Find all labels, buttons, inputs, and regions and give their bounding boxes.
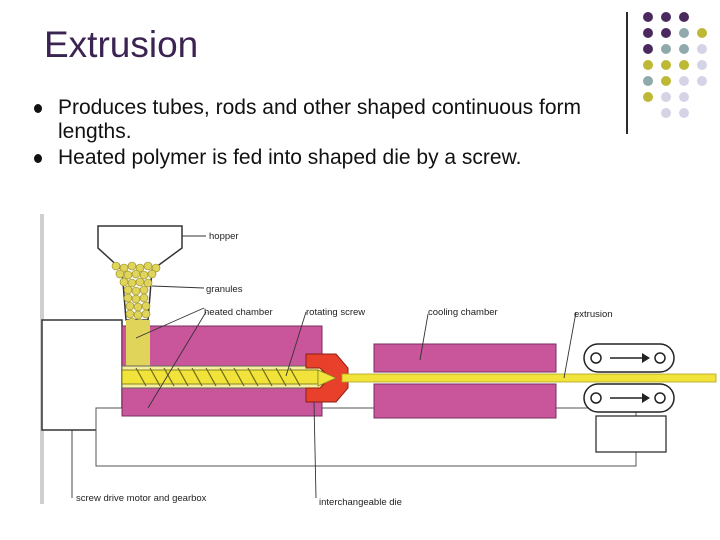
label-cooling-chamber: cooling chamber xyxy=(428,307,498,318)
slide-title: Extrusion xyxy=(44,24,199,65)
cooling-chamber-bottom xyxy=(373,383,557,419)
bullet-item: Produces tubes, rods and other shaped co… xyxy=(32,96,652,144)
rotating-screw xyxy=(121,367,319,387)
cooling-chamber-top xyxy=(373,343,557,373)
label-rotating-screw: rotating screw xyxy=(306,307,365,318)
extrusion-strand xyxy=(341,373,717,383)
decorative-vertical-line xyxy=(626,12,628,134)
label-die: interchangeable die xyxy=(319,497,402,508)
bullet-list: Produces tubes, rods and other shaped co… xyxy=(32,96,652,172)
label-heated-chamber: heated chamber xyxy=(204,307,273,318)
extrusion-diagram: hopper granules heated chamber rotating … xyxy=(40,214,717,508)
bullet-item: Heated polymer is fed into shaped die by… xyxy=(32,146,652,170)
label-screw-drive: screw drive motor and gearbox xyxy=(76,493,207,504)
label-extrusion: extrusion xyxy=(574,309,613,320)
interchangeable-die xyxy=(305,353,349,403)
decorative-dot-grid xyxy=(643,12,707,118)
label-hopper: hopper xyxy=(209,231,239,242)
label-granules: granules xyxy=(206,284,243,295)
heated-chamber-top xyxy=(121,325,323,369)
